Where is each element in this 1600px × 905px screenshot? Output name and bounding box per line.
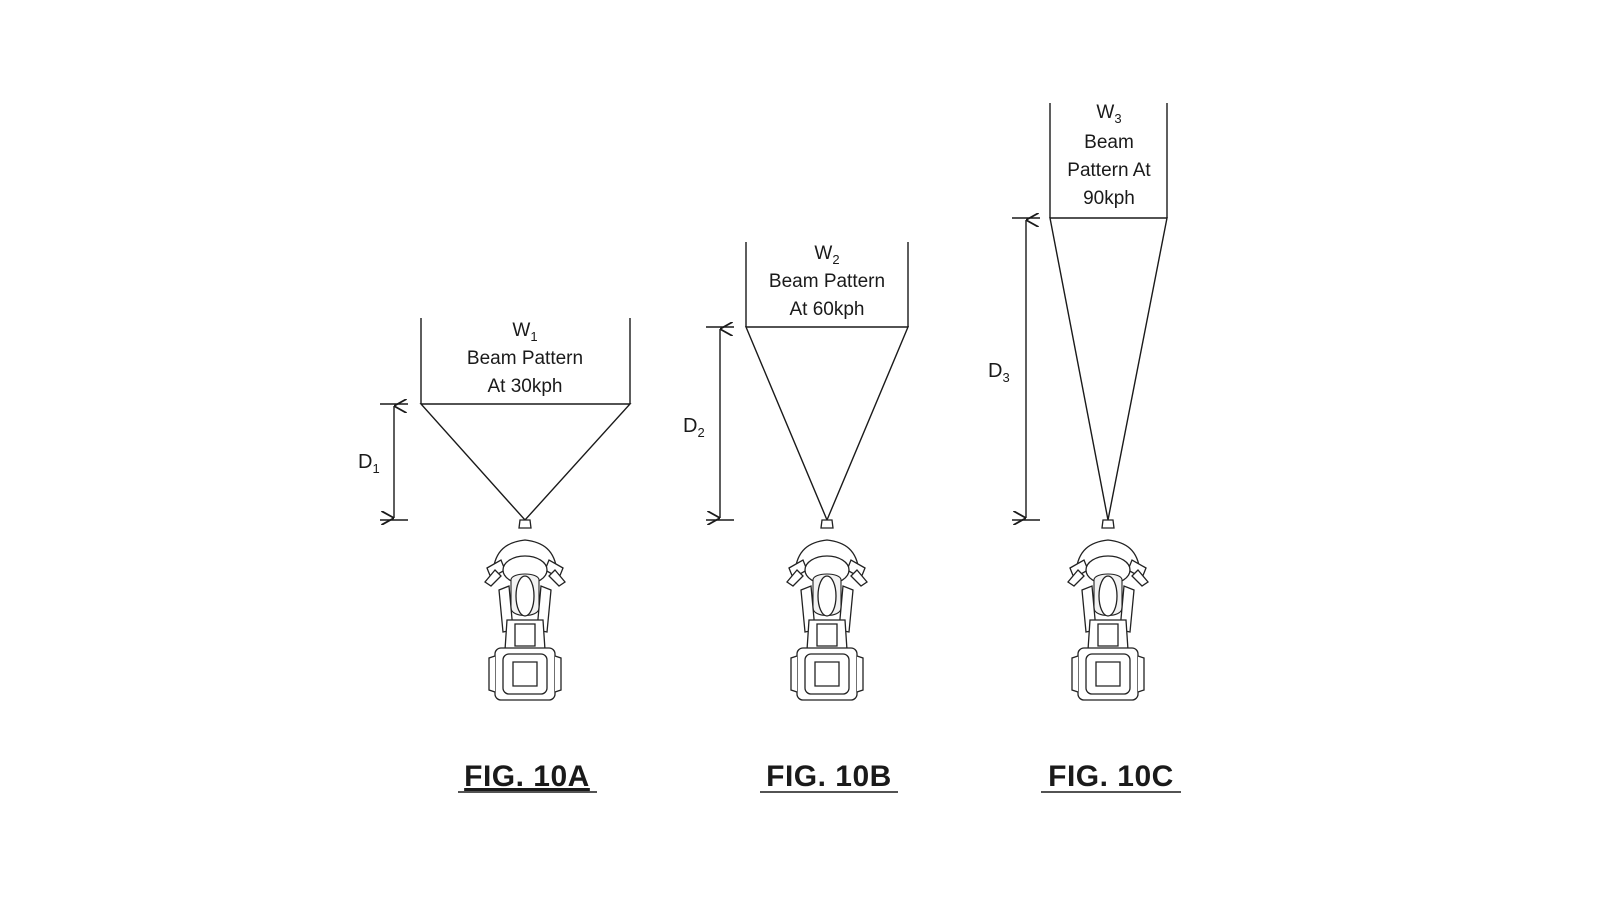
- beam-label-line3: 90kph: [1083, 188, 1135, 209]
- beam-pattern-triangle: [1049, 217, 1168, 521]
- beam-label-line2: Pattern At: [1067, 160, 1151, 181]
- beam-label-line1: Beam Pattern: [769, 271, 885, 292]
- width-label-w1: W1: [512, 320, 537, 344]
- width-label-w3: W3: [1096, 102, 1121, 126]
- beam-label-line1: Beam Pattern: [467, 348, 583, 369]
- distance-label-d2: D2: [683, 415, 705, 440]
- distance-label-d1: D1: [358, 451, 380, 476]
- distance-label-d3: D3: [988, 360, 1010, 385]
- figure-10a: W1 Beam Pattern At 30kph D1 FIG. 10A: [358, 318, 632, 793]
- beam-pattern-triangle: [419, 403, 632, 522]
- figure-caption-10c: FIG. 10C: [1048, 760, 1174, 793]
- beam-pattern-triangle: [744, 326, 910, 522]
- motorcycle-icon: [786, 519, 868, 701]
- motorcycle-icon: [484, 519, 566, 701]
- beam-label-line2: At 30kph: [488, 376, 563, 397]
- width-label-w2: W2: [814, 243, 839, 267]
- figure-caption-10a: FIG. 10A: [464, 760, 590, 793]
- figure-10c: W3 Beam Pattern At 90kph D3 FIG. 10C: [988, 102, 1181, 793]
- beam-label-line2: At 60kph: [790, 299, 865, 320]
- beam-label-line1: Beam: [1084, 132, 1134, 153]
- motorcycle-icon: [1067, 519, 1149, 701]
- figure-caption-10b: FIG. 10B: [766, 760, 892, 793]
- figure-10b: W2 Beam Pattern At 60kph D2 FIG. 10B: [683, 242, 910, 793]
